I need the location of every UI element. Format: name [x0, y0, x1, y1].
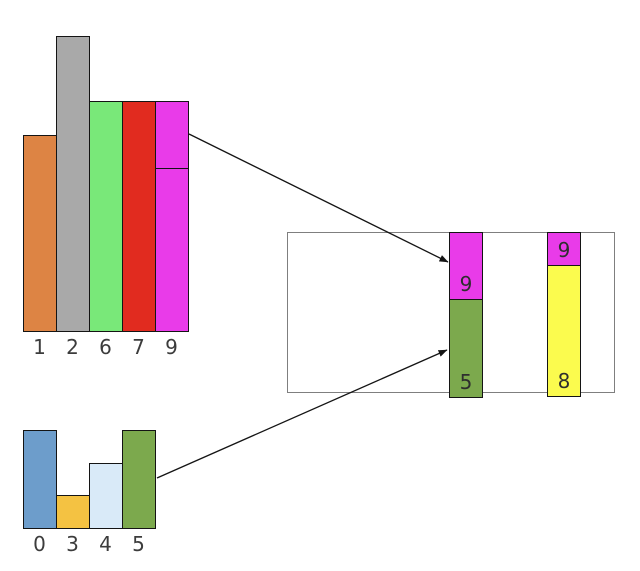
bar-5 — [122, 430, 156, 529]
bar-label-0: 0 — [33, 532, 46, 556]
stacked-segment-5: 5 — [449, 299, 483, 398]
bar-2 — [56, 36, 90, 332]
bar-6 — [89, 101, 123, 332]
bar-9 — [154, 101, 190, 332]
stacked-segment-9: 9 — [449, 232, 483, 300]
stacked-segment-8: 8 — [547, 265, 581, 397]
bar-label-4: 4 — [99, 532, 112, 556]
bar-0 — [23, 430, 57, 529]
bar-3 — [56, 495, 90, 529]
bar-label-7: 7 — [132, 335, 145, 359]
stacked-segment-label: 8 — [557, 369, 571, 393]
bar-label-6: 6 — [99, 335, 112, 359]
bar-7 — [122, 101, 156, 332]
stacked-segment-label: 9 — [557, 238, 571, 262]
bar-1 — [23, 135, 57, 332]
stacked-segment-label: 5 — [459, 370, 473, 394]
bar-label-9: 9 — [165, 335, 178, 359]
stacked-segment-9: 9 — [547, 232, 581, 266]
bar-divider — [154, 168, 190, 169]
bar-label-3: 3 — [66, 532, 79, 556]
bar-4 — [89, 463, 123, 529]
bar-label-2: 2 — [66, 335, 79, 359]
stacked-segment-label: 9 — [459, 272, 473, 296]
bar-label-1: 1 — [33, 335, 46, 359]
bar-label-5: 5 — [132, 532, 145, 556]
